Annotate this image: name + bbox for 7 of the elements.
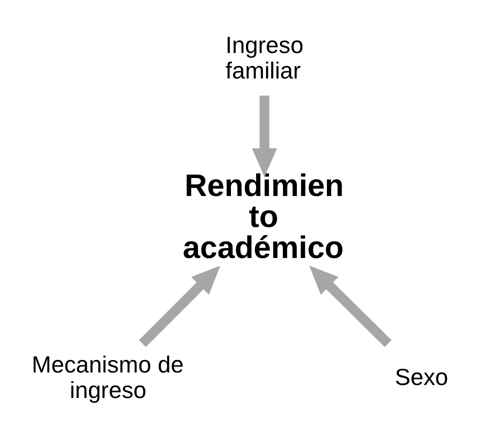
node-text: Ingreso familiar xyxy=(226,32,304,84)
node-text: Rendimien to académico xyxy=(182,167,344,265)
node-text: Sexo xyxy=(394,364,448,390)
arrow xyxy=(309,265,392,347)
node-text: Mecanismo de ingreso xyxy=(32,351,184,402)
arrow xyxy=(138,265,220,347)
arrow xyxy=(252,95,278,176)
